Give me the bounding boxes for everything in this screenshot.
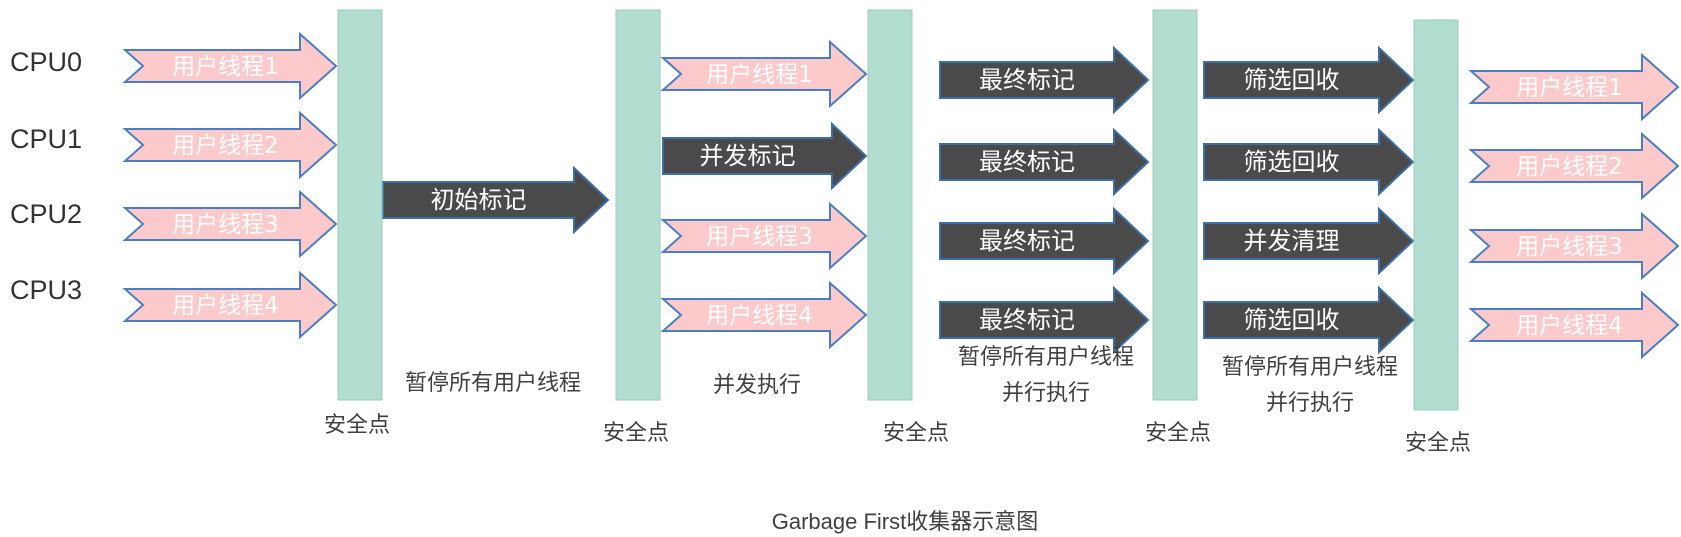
arrow-label: 用户线程1 bbox=[1516, 75, 1623, 101]
phase-note: 暂停所有用户线程 bbox=[958, 345, 1134, 370]
arrow-shape bbox=[122, 31, 338, 101]
safepoint-bar bbox=[1413, 19, 1459, 411]
arrow-shape bbox=[662, 121, 868, 191]
user-thread-arrow: 用户线程4 bbox=[660, 280, 868, 350]
arrow-label: 用户线程4 bbox=[706, 303, 813, 329]
safepoint-label: 安全点 bbox=[1145, 421, 1211, 446]
safepoint-label: 安全点 bbox=[1405, 431, 1471, 456]
arrow-shape bbox=[939, 45, 1150, 115]
safepoint-label: 安全点 bbox=[324, 413, 390, 438]
safepoint-label: 安全点 bbox=[603, 421, 669, 446]
user-thread-arrow: 用户线程3 bbox=[122, 189, 338, 259]
arrow-label: 最终标记 bbox=[979, 227, 1075, 255]
cpu-label: CPU3 bbox=[10, 275, 82, 305]
arrow-shape bbox=[1203, 206, 1415, 276]
arrow-shape bbox=[1203, 127, 1415, 197]
user-thread-arrow: 用户线程1 bbox=[1468, 52, 1680, 122]
arrow-shape bbox=[1468, 290, 1680, 360]
arrow-label: 用户线程3 bbox=[1516, 234, 1623, 260]
gc-phase-arrow: 并发标记 bbox=[662, 121, 868, 191]
user-thread-arrow: 用户线程3 bbox=[660, 201, 868, 271]
cpu-label: CPU0 bbox=[10, 47, 82, 77]
gc-phase-arrow: 最终标记 bbox=[939, 45, 1150, 115]
gc-phase-arrow: 并发清理 bbox=[1203, 206, 1415, 276]
user-thread-arrow: 用户线程4 bbox=[1468, 290, 1680, 360]
arrow-shape bbox=[122, 270, 338, 340]
arrow-label: 初始标记 bbox=[431, 186, 527, 214]
arrow-label: 用户线程4 bbox=[172, 293, 279, 319]
arrow-shape bbox=[1468, 131, 1680, 201]
arrow-label: 用户线程2 bbox=[172, 133, 279, 159]
gc-phase-arrow: 最终标记 bbox=[939, 206, 1150, 276]
arrow-shape bbox=[1468, 211, 1680, 281]
gc-phase-arrow: 筛选回收 bbox=[1203, 127, 1415, 197]
phase-note: 暂停所有用户线程 bbox=[1222, 355, 1398, 380]
arrow-shape bbox=[939, 206, 1150, 276]
arrow-shape bbox=[1203, 285, 1415, 355]
cpu-label: CPU2 bbox=[10, 199, 82, 229]
user-thread-arrow: 用户线程1 bbox=[122, 31, 338, 101]
arrow-shape bbox=[122, 189, 338, 259]
phase-note: 并行执行 bbox=[1002, 381, 1090, 406]
arrow-shape bbox=[660, 39, 868, 109]
gc-phase-arrow: 初始标记 bbox=[382, 165, 610, 235]
safepoint-label: 安全点 bbox=[883, 421, 949, 446]
arrow-label: 用户线程2 bbox=[1516, 154, 1623, 180]
diagram-caption: Garbage First收集器示意图 bbox=[772, 509, 1039, 534]
phase-note: 并行执行 bbox=[1266, 391, 1354, 416]
arrow-label: 并发清理 bbox=[1244, 227, 1340, 255]
arrow-label: 最终标记 bbox=[979, 306, 1075, 334]
safepoint-bar bbox=[337, 9, 383, 401]
arrow-label: 最终标记 bbox=[979, 148, 1075, 176]
safepoint-bar bbox=[615, 9, 661, 401]
gc-phase-arrow: 最终标记 bbox=[939, 127, 1150, 197]
arrow-shape bbox=[660, 201, 868, 271]
user-thread-arrow: 用户线程1 bbox=[660, 39, 868, 109]
arrow-label: 用户线程3 bbox=[706, 224, 813, 250]
arrow-label: 用户线程1 bbox=[172, 54, 279, 80]
arrow-label: 筛选回收 bbox=[1244, 148, 1340, 176]
arrow-label: 并发标记 bbox=[700, 142, 796, 170]
arrow-shape bbox=[660, 280, 868, 350]
cpu-label: CPU1 bbox=[10, 124, 82, 154]
safepoint-bar bbox=[1152, 9, 1198, 401]
arrow-label: 用户线程1 bbox=[706, 62, 813, 88]
arrow-shape bbox=[382, 165, 610, 235]
phase-note: 暂停所有用户线程 bbox=[405, 371, 581, 396]
arrow-shape bbox=[939, 285, 1150, 355]
arrow-label: 用户线程3 bbox=[172, 212, 279, 238]
arrow-shape bbox=[1468, 52, 1680, 122]
arrow-shape bbox=[1203, 45, 1415, 115]
arrow-shape bbox=[939, 127, 1150, 197]
arrow-label: 筛选回收 bbox=[1244, 306, 1340, 334]
user-thread-arrow: 用户线程3 bbox=[1468, 211, 1680, 281]
user-thread-arrow: 用户线程4 bbox=[122, 270, 338, 340]
arrow-label: 用户线程4 bbox=[1516, 313, 1623, 339]
phase-note: 并发执行 bbox=[713, 373, 801, 398]
gc-phase-arrow: 筛选回收 bbox=[1203, 45, 1415, 115]
gc-phase-arrow: 筛选回收 bbox=[1203, 285, 1415, 355]
arrow-shape bbox=[122, 110, 338, 180]
arrow-label: 筛选回收 bbox=[1244, 66, 1340, 94]
user-thread-arrow: 用户线程2 bbox=[1468, 131, 1680, 201]
safepoint-bar bbox=[867, 9, 913, 401]
user-thread-arrow: 用户线程2 bbox=[122, 110, 338, 180]
gc-phase-arrow: 最终标记 bbox=[939, 285, 1150, 355]
arrow-label: 最终标记 bbox=[979, 66, 1075, 94]
